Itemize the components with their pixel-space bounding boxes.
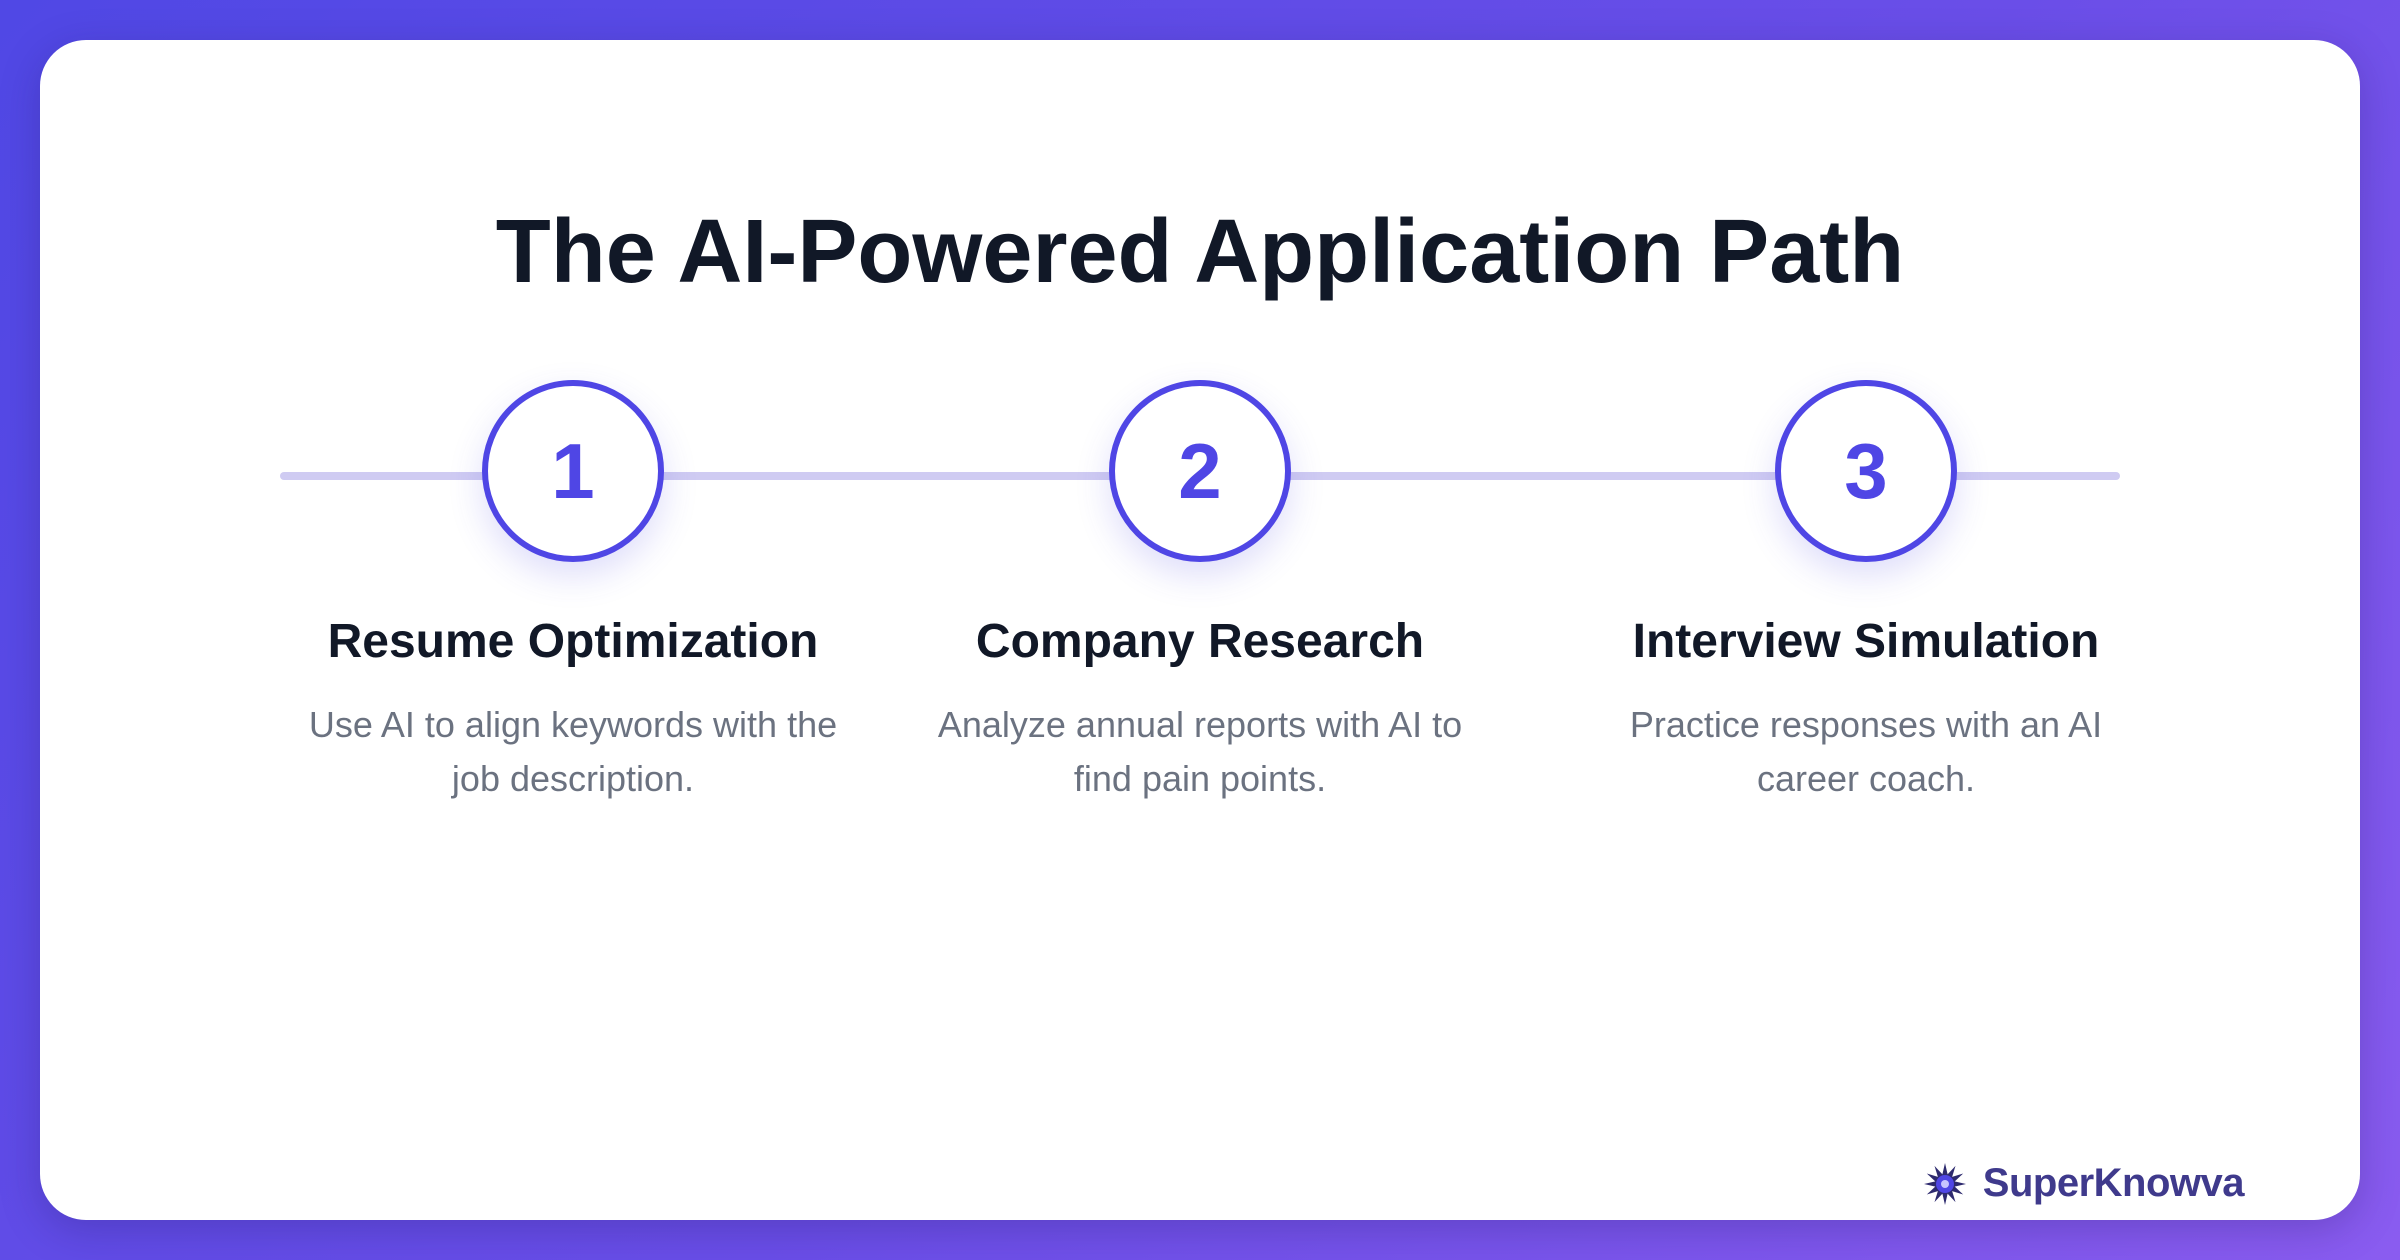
step-2-number: 2 — [1178, 427, 1222, 515]
step-3: 3 Interview Simulation Practice response… — [1566, 380, 2166, 806]
step-1-number: 1 — [551, 427, 595, 515]
content-card: The AI-Powered Application Path 1 Resume… — [40, 40, 2360, 1220]
starburst-logo-icon — [1923, 1162, 1966, 1205]
step-2-description: Analyze annual reports with AI to find p… — [937, 704, 1463, 799]
step-1-title: Resume Optimization — [327, 615, 819, 668]
brand-mark: SuperKnowva — [1923, 1161, 2245, 1206]
step-2-title: Company Research — [975, 615, 1425, 668]
step-2-circle: 2 — [1109, 380, 1291, 562]
step-1-circle: 1 — [482, 380, 664, 562]
step-3-number: 3 — [1844, 427, 1888, 515]
step-1: 1 Resume Optimization Use AI to align ke… — [273, 380, 873, 806]
page-title: The AI-Powered Application Path — [495, 202, 1905, 302]
step-3-title: Interview Simulation — [1632, 615, 2100, 668]
brand-name: SuperKnowva — [1982, 1161, 2245, 1205]
step-3-circle: 3 — [1775, 380, 1957, 562]
step-2: 2 Company Research Analyze annual report… — [900, 380, 1500, 806]
step-1-description: Use AI to align keywords with the job de… — [308, 704, 838, 799]
step-3-description: Practice responses with an AI career coa… — [1629, 704, 2103, 799]
